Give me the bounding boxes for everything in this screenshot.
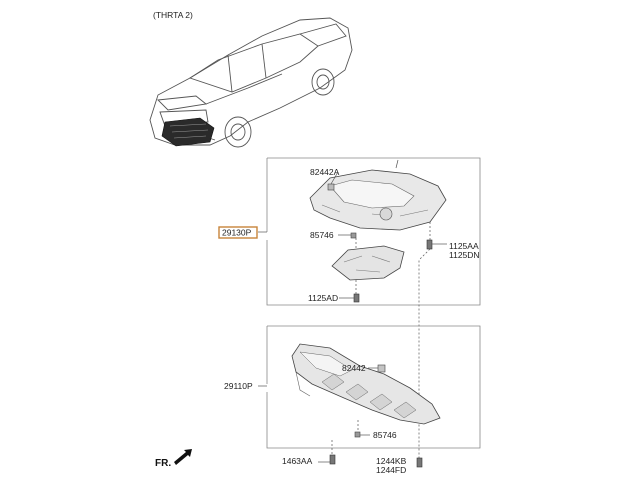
upper-cover-lower-panel xyxy=(331,245,405,281)
variant-label: (THRTA 2) xyxy=(153,10,193,20)
lower-group-frame xyxy=(266,325,481,449)
label-82442: 82442 xyxy=(342,363,366,373)
fastener-bolt-1463aa xyxy=(329,454,336,465)
label-29130p: 29130P xyxy=(222,228,252,238)
front-arrow-icon xyxy=(174,449,192,465)
fastener-screw-85746-lower xyxy=(354,431,361,438)
label-1244fd: 1244FD xyxy=(376,465,406,475)
label-85746-lower: 85746 xyxy=(373,430,397,440)
label-1125ad: 1125AD xyxy=(308,293,338,303)
label-85746-upper: 85746 xyxy=(310,230,334,240)
upper-group-frame xyxy=(266,157,481,306)
label-1463aa: 1463AA xyxy=(282,456,313,466)
label-29110p: 29110P xyxy=(224,381,253,391)
fastener-clip-82442a xyxy=(327,183,335,191)
label-1125aa: 1125AA xyxy=(449,241,479,251)
label-82442a: 82442A xyxy=(310,167,340,177)
label-1125dn: 1125DN xyxy=(449,250,480,260)
fastener-bolt-1125aa xyxy=(426,239,433,250)
car-undercover-highlight xyxy=(161,117,215,147)
fastener-bolt-1125ad xyxy=(353,293,360,303)
fastener-clip-82442 xyxy=(377,364,386,373)
upper-cover-panel xyxy=(309,159,447,231)
fastener-screw-85746-upper xyxy=(350,232,357,239)
label-1244kb: 1244KB xyxy=(376,456,407,466)
callout-highlight-29130p[interactable] xyxy=(218,226,258,239)
direction-label: FR. xyxy=(155,458,171,469)
lower-undercover-panel xyxy=(291,343,441,425)
fastener-bolt-1244kb xyxy=(416,457,423,468)
